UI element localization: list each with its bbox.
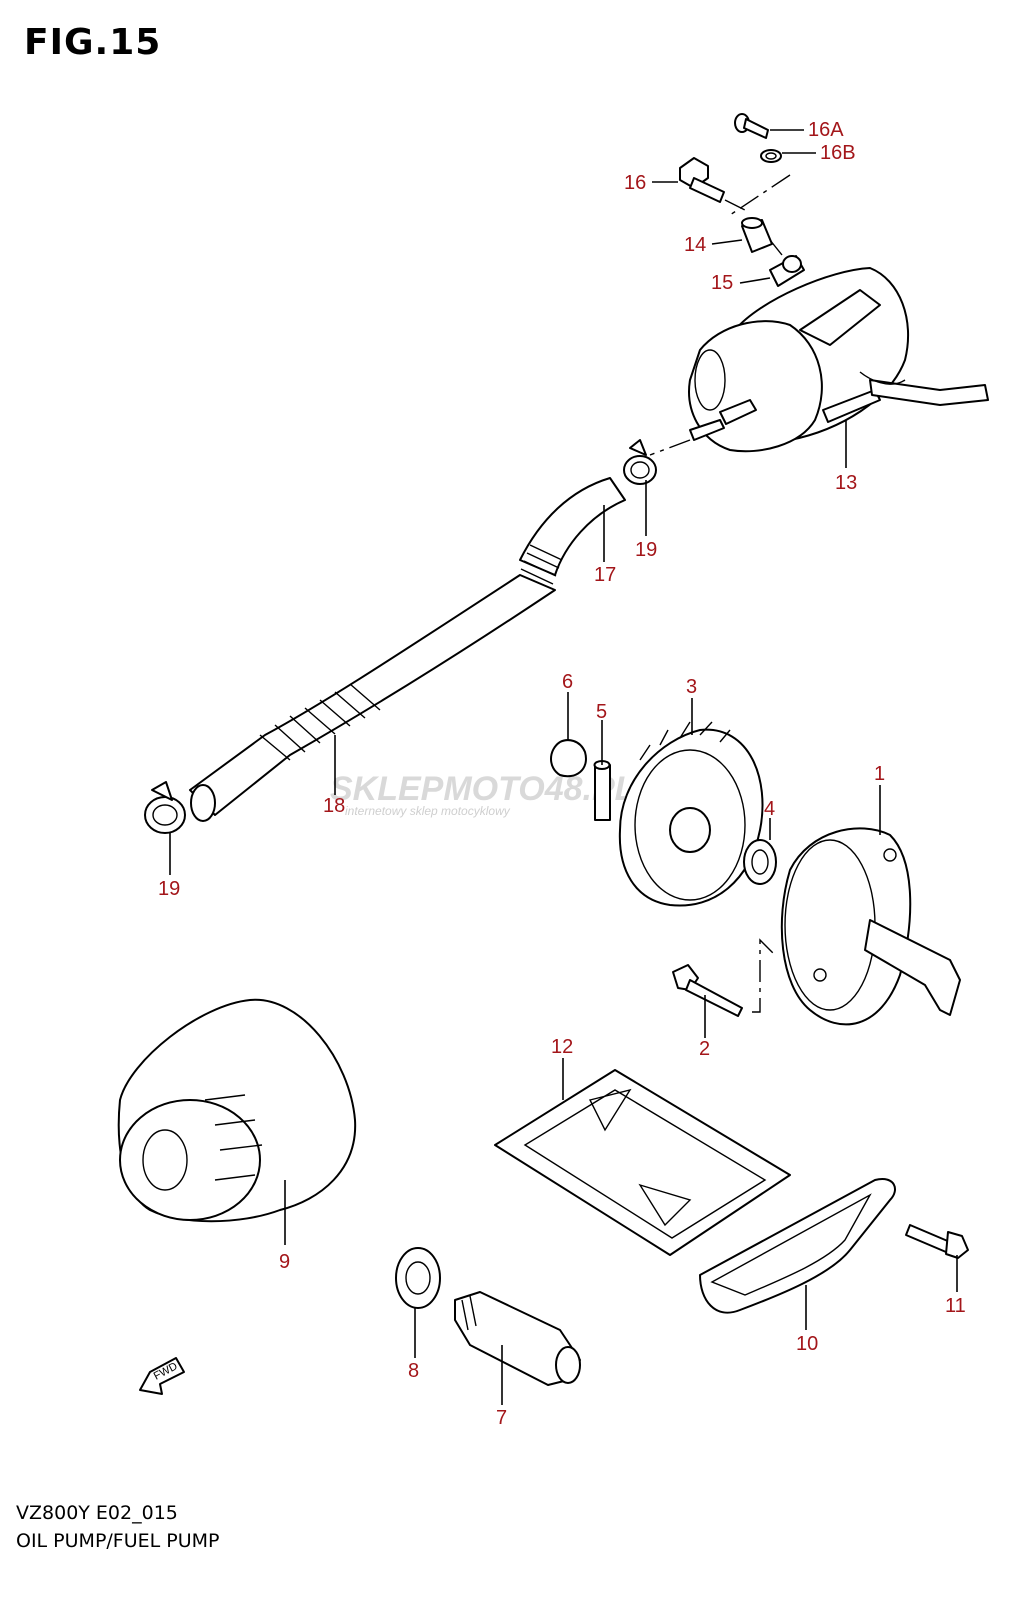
part-12-oil-strainer (494, 1069, 791, 1256)
label-16b: 16B (820, 142, 856, 164)
part-16b-washer (760, 149, 782, 163)
fwd-arrow-icon: FWD (139, 1357, 185, 1395)
model-code: VZ800Y E02_015 (16, 1502, 178, 1524)
part-2-bolt (672, 964, 743, 1017)
label-7: 7 (496, 1407, 507, 1429)
label-13: 13 (835, 472, 857, 494)
label-3: 3 (686, 676, 697, 698)
part-10-gasket (699, 1178, 896, 1314)
label-17: 17 (594, 564, 616, 586)
label-19-lower: 19 (158, 878, 180, 900)
watermark-text: SKLEPMOTO48.PL (330, 770, 635, 808)
label-18: 18 (323, 795, 345, 817)
part-18-oil-pipe (189, 574, 556, 822)
part-16-bolt (679, 157, 725, 203)
label-4: 4 (764, 798, 775, 820)
part-14-spacer (741, 217, 773, 253)
callout-labels: 16A 16B 16 14 15 13 17 19 18 19 6 5 3 4 … (158, 119, 966, 1429)
part-6-circlip (550, 739, 587, 778)
part-19-clamp-upper (623, 439, 657, 485)
label-1: 1 (874, 763, 885, 785)
label-12: 12 (551, 1036, 573, 1058)
part-5-pin (593, 760, 611, 821)
part-19-clamp-lower (144, 781, 186, 834)
part-16a-screw (734, 113, 769, 139)
label-15: 15 (711, 272, 733, 294)
part-15-grommet (769, 255, 805, 287)
watermark: SKLEPMOTO48.PL internetowy sklep motocyk… (330, 770, 635, 818)
label-2: 2 (699, 1038, 710, 1060)
label-11: 11 (945, 1295, 966, 1317)
label-16: 16 (624, 172, 646, 194)
part-13-fuel-pump (688, 267, 989, 453)
diagram-caption: OIL PUMP/FUEL PUMP (16, 1530, 220, 1552)
label-8: 8 (408, 1360, 419, 1382)
part-4-washer (743, 839, 777, 885)
part-8-gasket-washer (395, 1247, 441, 1309)
part-3-pump-gear (618, 721, 764, 907)
watermark-subtext: internetowy sklep motocyklowy (345, 804, 511, 818)
label-16a: 16A (808, 119, 844, 141)
part-7-union-bolt (454, 1291, 581, 1386)
label-10: 10 (796, 1333, 818, 1355)
label-14: 14 (684, 234, 706, 256)
label-19-upper: 19 (635, 539, 657, 561)
part-11-bolt (905, 1224, 969, 1259)
part-9-oil-filter (117, 998, 357, 1223)
label-5: 5 (596, 701, 607, 723)
leader-lines (169, 129, 958, 1405)
figure-title: FIG.15 (24, 22, 162, 63)
part-17-fuel-hose (519, 477, 626, 585)
label-9: 9 (279, 1251, 290, 1273)
part-1-oil-pump (780, 827, 961, 1026)
label-6: 6 (562, 671, 573, 693)
